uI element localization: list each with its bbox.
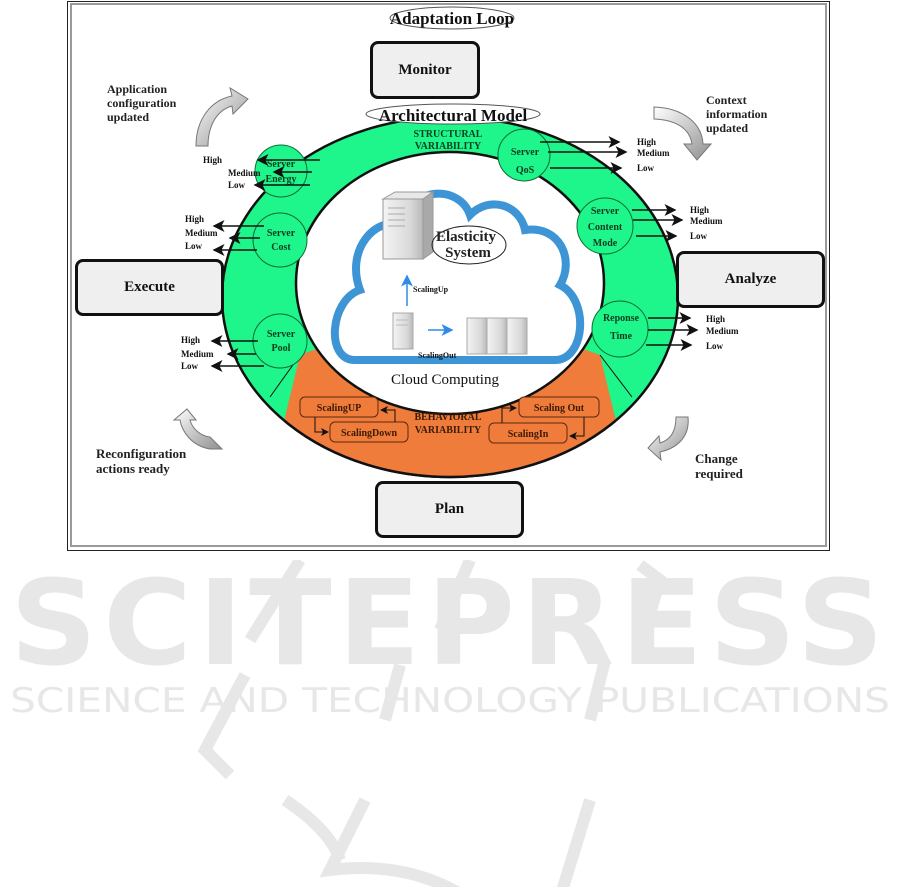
content-high-label: High: [690, 205, 709, 215]
svg-text:Scaling Out: Scaling Out: [534, 403, 585, 414]
behavioral-label-line1: BEHAVIORAL: [414, 412, 481, 423]
behavioral-label-line2: VARIABILITY: [415, 425, 482, 436]
svg-text:QoS: QoS: [516, 165, 535, 176]
pool-medium-label: Medium: [181, 349, 214, 359]
execute-box: Execute: [75, 259, 224, 316]
architectural-model-oval: [365, 103, 541, 125]
response-high-label: High: [706, 314, 725, 324]
svg-text:Content: Content: [588, 222, 623, 233]
scaling-out-label: ScalingOut: [418, 351, 457, 360]
behavioral-segment: [260, 300, 640, 479]
pool-high-label: High: [181, 335, 200, 345]
svg-text:ScalingDown: ScalingDown: [341, 428, 398, 439]
content-low-label: Low: [690, 231, 708, 241]
cost-low-label: Low: [185, 241, 203, 251]
response-low-label: Low: [706, 341, 724, 351]
watermark-tagline: SCIENCE AND TECHNOLOGY PUBLICATIONS: [10, 681, 890, 721]
figure-frame-inner: [70, 3, 827, 547]
action-scaling-out: Scaling Out: [518, 396, 600, 418]
svg-text:Cost: Cost: [271, 242, 291, 253]
cost-high-label: High: [185, 214, 204, 224]
feature-server-energy: Server Energy: [254, 144, 308, 198]
in-to-out-connector: [501, 404, 517, 423]
monitor-label: Monitor: [398, 61, 452, 78]
energy-low-label: Low: [228, 180, 246, 190]
watermark-swoosh: [197, 560, 667, 780]
reconfiguration-caption: Reconfiguration actions ready: [96, 446, 187, 476]
app-config-curve-arrow: [195, 86, 249, 147]
action-scaling-down: ScalingDown: [329, 421, 409, 443]
action-scaling-in: ScalingIn: [488, 422, 568, 444]
svg-text:Server: Server: [267, 329, 296, 340]
content-medium-label: Medium: [690, 216, 723, 226]
svg-text:Time: Time: [610, 331, 633, 342]
feature-response-time: Reponse Time: [591, 300, 649, 358]
qos-high-label: High: [637, 137, 656, 147]
svg-text:Mode: Mode: [593, 238, 618, 249]
server-small-icon: [392, 312, 414, 350]
up-to-down-connector: [314, 417, 329, 436]
svg-text:Server: Server: [511, 147, 540, 158]
action-scaling-up: ScalingUP: [299, 396, 379, 418]
elasticity-system-oval: [431, 225, 507, 265]
execute-label: Execute: [124, 279, 175, 295]
feature-server-pool: Server Pool: [252, 313, 308, 369]
qos-low-label: Low: [637, 163, 655, 173]
response-medium-label: Medium: [706, 326, 739, 336]
server-large-icon: [381, 191, 435, 260]
svg-text:Energy: Energy: [265, 174, 296, 185]
svg-text:Server: Server: [591, 206, 620, 217]
energy-medium-label: Medium: [228, 168, 261, 178]
feature-server-cost: Server Cost: [252, 212, 308, 268]
elasticity-line2: System: [445, 245, 491, 261]
diagram-canvas: Adaptation Loop Architectural Model STRU…: [172, 6, 739, 479]
svg-text:Server: Server: [267, 159, 296, 170]
cost-medium-label: Medium: [185, 228, 218, 238]
qos-medium-label: Medium: [637, 148, 670, 158]
structural-label-line1: STRUCTURAL: [414, 129, 483, 140]
cloud-computing-label: Cloud Computing: [391, 372, 499, 388]
watermark-swoosh-bottom: [281, 795, 596, 887]
scaling-up-label: ScalingUp: [413, 285, 449, 294]
svg-text:Reponse: Reponse: [603, 313, 640, 324]
svg-text:Pool: Pool: [272, 343, 291, 354]
pool-low-label: Low: [181, 361, 199, 371]
monitor-box: Monitor: [370, 41, 480, 99]
watermark: SCITEPRESS SCIENCE AND TECHNOLOGY PUBLIC…: [10, 560, 890, 887]
behavioral-segment-edge-right: [599, 354, 633, 398]
adaptation-loop-title: Adaptation Loop: [390, 9, 514, 28]
plan-label: Plan: [434, 501, 465, 517]
feature-server-content-mode: Server Content Mode: [576, 197, 634, 255]
plan-box: Plan: [375, 481, 524, 538]
app-config-caption: Application configuration updated: [107, 82, 177, 124]
energy-high-label: High: [203, 155, 222, 165]
svg-text:ScalingIn: ScalingIn: [508, 429, 549, 440]
change-required-caption: Change required: [695, 451, 743, 481]
architectural-model-title: Architectural Model: [379, 106, 528, 125]
down-to-up-connector: [380, 406, 396, 422]
structural-label-line2: VARIABILITY: [415, 141, 482, 152]
context-caption: Context information updated: [706, 93, 768, 135]
adaptation-loop-oval: [389, 6, 515, 30]
feature-server-qos: Server QoS: [497, 128, 551, 182]
out-to-in-connector: [569, 417, 585, 440]
reconfiguration-curve-arrow: [172, 408, 224, 450]
analyze-label: Analyze: [724, 271, 777, 287]
figure-frame-outer: [67, 1, 830, 551]
change-required-curve-arrow: [647, 416, 689, 462]
elasticity-line1: Elasticity: [436, 229, 496, 245]
svg-text:Server: Server: [267, 228, 296, 239]
analyze-box: Analyze: [676, 251, 825, 308]
context-curve-arrow: [653, 106, 713, 161]
watermark-brand: SCITEPRESS: [10, 560, 890, 692]
server-cluster-icon: [466, 317, 528, 355]
svg-text:ScalingUP: ScalingUP: [317, 403, 361, 414]
